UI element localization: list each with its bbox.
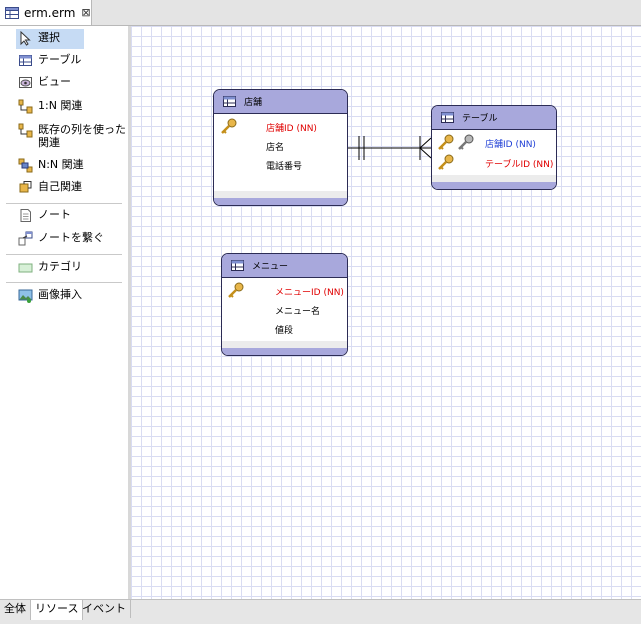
note-connection-icon [18, 231, 33, 246]
attribute-shop-id[interactable]: 店舗ID (NN) [266, 124, 317, 134]
entity-name: テーブル [462, 114, 498, 124]
tab-events[interactable]: イベント [78, 600, 131, 618]
close-icon[interactable]: ⊠ [81, 6, 91, 19]
self-relation-icon [18, 180, 33, 195]
entity-menu[interactable]: メニュー メニューID (NN) メニュー名 値段 [221, 253, 348, 356]
entity-header: メニュー [222, 254, 347, 278]
palette-item-label: 既存の列を使った [38, 123, 126, 136]
attribute-price[interactable]: 値段 [275, 326, 294, 336]
palette-item-one-to-many[interactable]: 1:N 関連 [16, 97, 86, 117]
pointer-icon [18, 30, 33, 46]
existing-column-relation-icon [18, 123, 33, 138]
palette-item-self-relation[interactable]: 自己関連 [16, 178, 86, 198]
primary-key-icon [437, 134, 455, 152]
table-icon [231, 260, 244, 271]
palette-item-note[interactable]: ノート [16, 206, 75, 226]
primary-key-icon [437, 154, 455, 172]
attribute-table-id[interactable]: テーブルID (NN) [485, 160, 554, 170]
table-icon [441, 112, 454, 123]
palette-item-table[interactable]: テーブル [16, 51, 85, 71]
palette-panel: 選択 テーブル ビュー 1:N 関連 既存の列を使った関連 N:N 関連 自 [0, 26, 129, 599]
entity-shop[interactable]: 店舗 店舗ID (NN) 店名 電話番号 [213, 89, 348, 206]
attribute-menu-id[interactable]: メニューID (NN) [275, 288, 344, 298]
palette-item-insert-image[interactable]: 画像挿入 [16, 286, 86, 306]
palette-scrollbar[interactable] [128, 26, 131, 599]
primary-key-icon [227, 282, 245, 300]
palette-item-category[interactable]: カテゴリ [16, 258, 86, 278]
tab-resources[interactable]: リソース [30, 600, 84, 620]
palette-separator [6, 254, 122, 255]
note-icon [18, 208, 33, 223]
relationship-connector[interactable] [131, 26, 641, 599]
view-icon [18, 75, 33, 90]
category-icon [18, 260, 33, 275]
palette-item-note-connection[interactable]: ノートを繋ぐ [16, 229, 108, 249]
attribute-shop-id-fk[interactable]: 店舗ID (NN) [485, 140, 536, 150]
palette-item-select[interactable]: 選択 [16, 29, 84, 49]
many-to-many-icon [18, 158, 33, 173]
entity-header: テーブル [432, 106, 556, 130]
diagram-canvas[interactable]: 店舗 店舗ID (NN) 店名 電話番号 テーブル 店舗ID (NN) テーブル… [131, 26, 641, 599]
entity-footer [214, 191, 347, 205]
palette-separator [6, 282, 122, 283]
one-to-many-icon [18, 99, 33, 114]
palette-item-view[interactable]: ビュー [16, 73, 75, 93]
palette-item-label-line2: 関連 [38, 136, 60, 149]
entity-table[interactable]: テーブル 店舗ID (NN) テーブルID (NN) [431, 105, 557, 190]
primary-key-icon [220, 118, 238, 136]
entity-footer [222, 341, 347, 355]
palette-separator [6, 203, 122, 204]
erm-file-icon [5, 6, 19, 19]
entity-name: メニュー [252, 262, 289, 272]
palette-item-many-to-many[interactable]: N:N 関連 [16, 156, 88, 176]
editor-tab-title: erm.erm [24, 5, 76, 20]
attribute-menu-name[interactable]: メニュー名 [275, 307, 321, 317]
editor-tab-erm[interactable]: erm.erm ⊠ [0, 0, 92, 25]
entity-footer [432, 175, 556, 189]
entity-name: 店舗 [244, 98, 263, 108]
palette-item-existing-column-relation[interactable]: 既存の列を使った関連 [16, 121, 130, 153]
insert-image-icon [18, 288, 33, 303]
editor-tab-bar: erm.erm ⊠ [0, 0, 641, 26]
bottom-tab-bar: 全体 リソース イベント [0, 599, 641, 624]
attribute-phone-number[interactable]: 電話番号 [266, 162, 303, 172]
attribute-shop-name[interactable]: 店名 [266, 143, 285, 153]
tab-overall[interactable]: 全体 [0, 600, 31, 618]
table-icon [223, 96, 236, 107]
entity-header: 店舗 [214, 90, 347, 114]
table-icon [18, 53, 33, 68]
foreign-key-icon [457, 134, 475, 152]
